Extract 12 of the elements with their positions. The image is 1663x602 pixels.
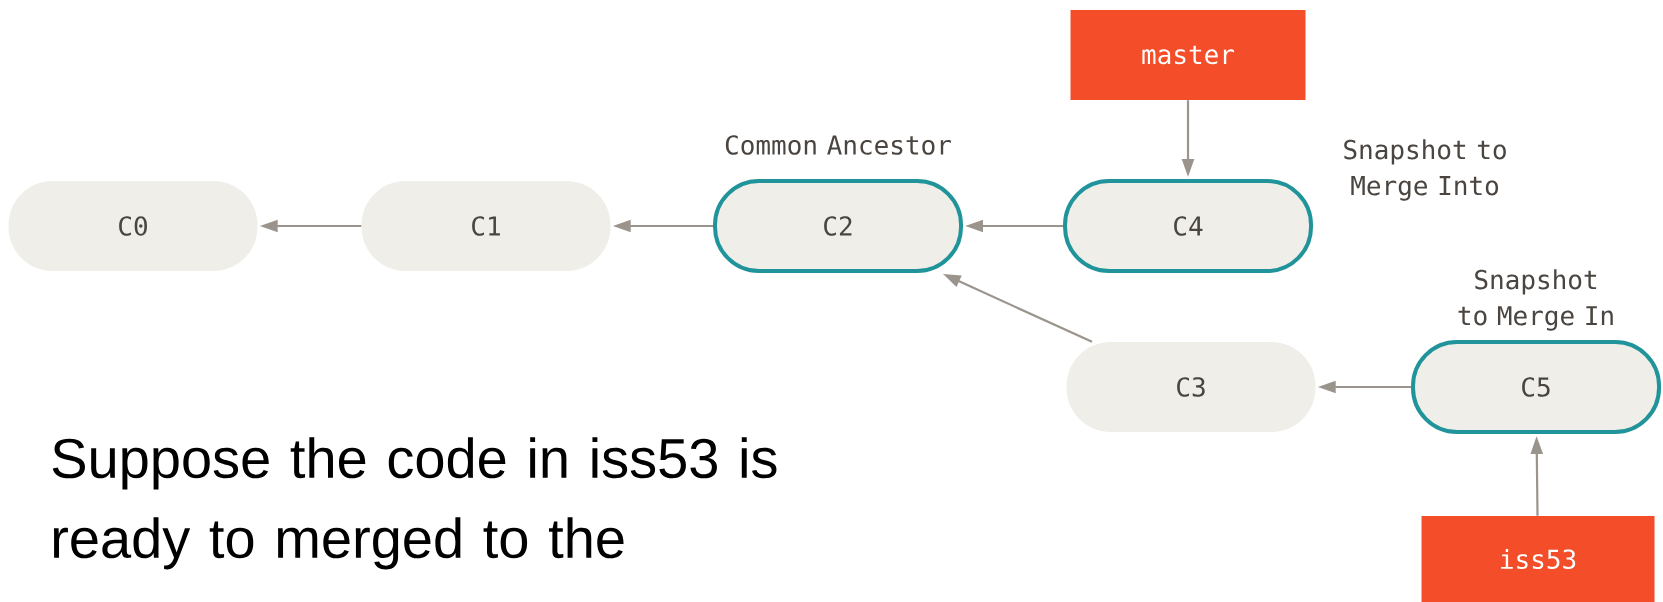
commit-pill: C0 (8, 181, 258, 271)
annotation-text: Common Ancestor (725, 135, 951, 155)
commit-pill: C3 (1066, 342, 1316, 432)
annotation-text: Snapshot to Merge In (1458, 269, 1613, 331)
commit-pill: C1 (361, 181, 611, 271)
commit-pill: C5 (1411, 340, 1661, 434)
annotation-text: Snapshot to Merge Into (1344, 139, 1506, 201)
note-text: Suppose the code in iss53 is ready to merged to the (52, 437, 777, 570)
branch-label: master (1070, 10, 1306, 100)
commit-pill: C4 (1063, 179, 1313, 273)
branch-label: iss53 (1421, 516, 1655, 602)
commit-pill: C2 (713, 179, 963, 273)
